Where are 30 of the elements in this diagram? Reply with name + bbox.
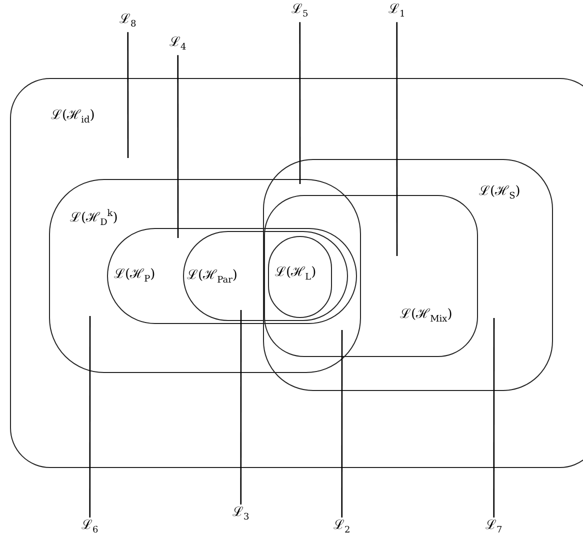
leader-line <box>127 32 129 158</box>
leader-label: ℒ$_{5}$ <box>292 2 308 22</box>
set-label: ℒ(ℋ$_{D}$$^{k}$) <box>70 208 118 230</box>
leader-label: ℒ$_{3}$ <box>232 504 250 526</box>
leader-label: ℒ$_{4}$ <box>170 34 186 56</box>
set-label: ℒ(ℋ$_{L}$) <box>275 265 316 285</box>
set-label: ℒ(ℋ$_{P}$) <box>114 267 156 287</box>
leader-line <box>89 316 91 518</box>
set-region <box>183 231 348 321</box>
leader-label: ℒ$_{1}$ <box>388 2 406 22</box>
set-label: ℒ(ℋ$_{Mix}$) <box>400 307 452 327</box>
leader-line <box>341 330 343 518</box>
leader-line <box>493 318 495 518</box>
leader-label: ℒ$_{7}$ <box>486 518 502 538</box>
leader-line <box>177 55 179 238</box>
set-region <box>107 228 357 324</box>
leader-line <box>240 310 242 504</box>
set-region <box>49 179 361 373</box>
set-label: ℒ(ℋ$_{Par}$) <box>187 268 238 288</box>
set-region <box>268 236 332 318</box>
leader-label: ℒ$_{8}$ <box>120 12 136 32</box>
set-label: ℒ(ℋ$_{id}$) <box>51 108 95 128</box>
set-label: ℒ(ℋ$_{S}$) <box>479 184 520 204</box>
leader-line <box>396 22 398 256</box>
set-region <box>263 159 553 391</box>
set-region <box>264 195 478 357</box>
set-region <box>10 78 583 468</box>
leader-label: ℒ$_{2}$ <box>334 518 350 538</box>
leader-label: ℒ$_{6}$ <box>82 518 98 538</box>
leader-line <box>299 22 301 184</box>
